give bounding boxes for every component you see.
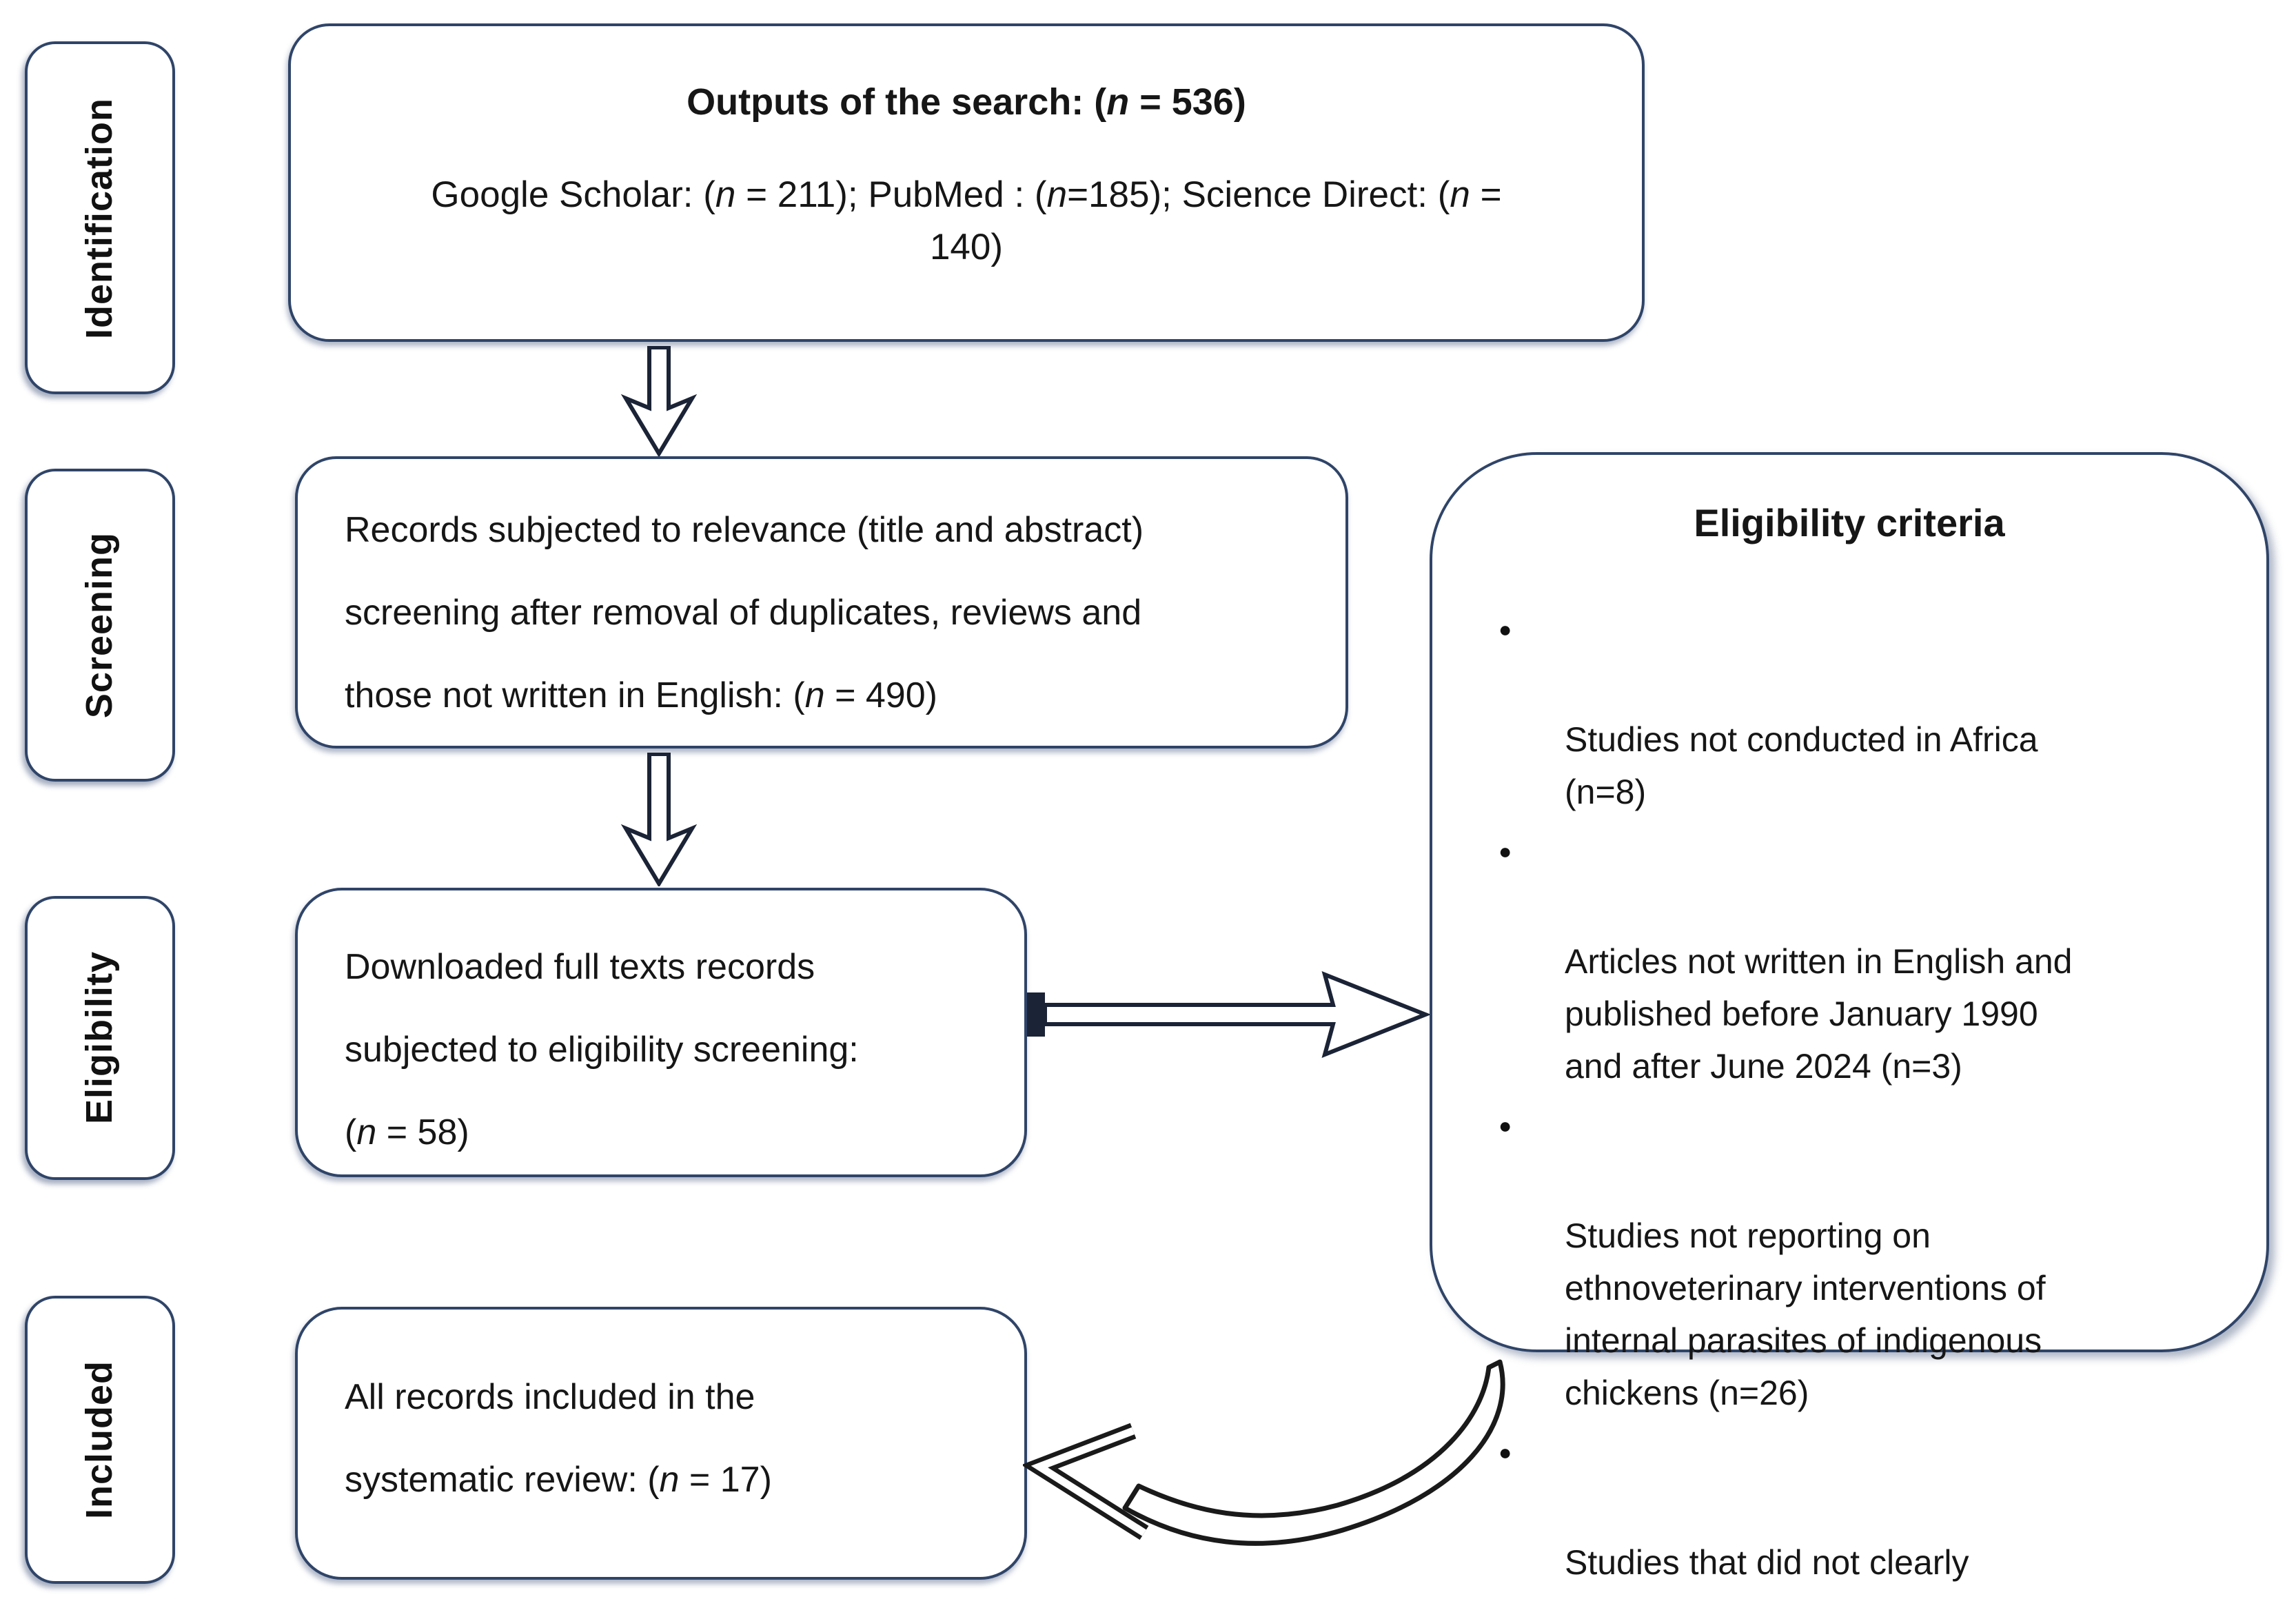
stage-label-identification: Identification [25,41,175,394]
search-outputs-box: Outputs of the search: (n = 536) Google … [288,23,1645,342]
stage-label-text: Identification [79,97,120,338]
bullet-icon: ● [1499,619,1512,642]
eligibility-criteria-item: ● Articles not written in English and pu… [1432,831,2231,1093]
stage-label-eligibility: Eligibility [25,896,175,1180]
stage-label-text: Eligibility [79,951,120,1125]
eligibility-criteria-item-text: Articles not written in English and publ… [1565,943,2073,1086]
eligibility-criteria-title: Eligibility criteria [1694,502,2005,544]
bullet-icon: ● [1499,1115,1512,1139]
eligibility-criteria-box: Eligibility criteria ● Studies not condu… [1430,452,2269,1599]
eligibility-criteria-item-text: Studies not conducted in Africa (n=8) [1565,721,2038,812]
curved-arrow-icon [1023,1359,1505,1546]
stage-label-screening: Screening [25,469,175,782]
right-arrow-icon [1027,970,1430,1059]
included-records-box: All records included in the systematic r… [295,1307,1027,1580]
down-arrow-icon [620,753,698,886]
search-outputs-title: Outputs of the search: (n = 536) [687,81,1246,123]
eligibility-criteria-list: ● Studies not conducted in Africa (n=8) … [1432,609,2266,1599]
screening-box-text: Records subjected to relevance (title an… [345,509,1144,715]
down-arrow-icon [620,346,698,456]
full-text-eligibility-box: Downloaded full texts records subjected … [295,888,1027,1177]
eligibility-criteria-item-text: Studies not reporting on ethnoveterinary… [1565,1217,2046,1413]
eligibility-criteria-item-text: Studies that did not clearly specify the… [1565,1544,2011,1599]
included-records-box-text: All records included in the systematic r… [345,1376,772,1500]
stage-label-included: Included [25,1296,175,1584]
eligibility-criteria-item: ● Studies not conducted in Africa (n=8) [1432,609,2231,819]
screening-box: Records subjected to relevance (title an… [295,456,1348,748]
search-outputs-body: Google Scholar: (n = 211); PubMed : (n=1… [431,174,1502,268]
stage-label-text: Screening [79,531,120,719]
bullet-icon: ● [1499,1442,1512,1465]
eligibility-criteria-item: ● Studies that did not clearly specify t… [1432,1432,2231,1599]
bullet-icon: ● [1499,841,1512,864]
stage-label-text: Included [79,1360,120,1519]
eligibility-criteria-item: ● Studies not reporting on ethnoveterina… [1432,1106,2231,1420]
full-text-eligibility-box-text: Downloaded full texts records subjected … [345,946,859,1152]
